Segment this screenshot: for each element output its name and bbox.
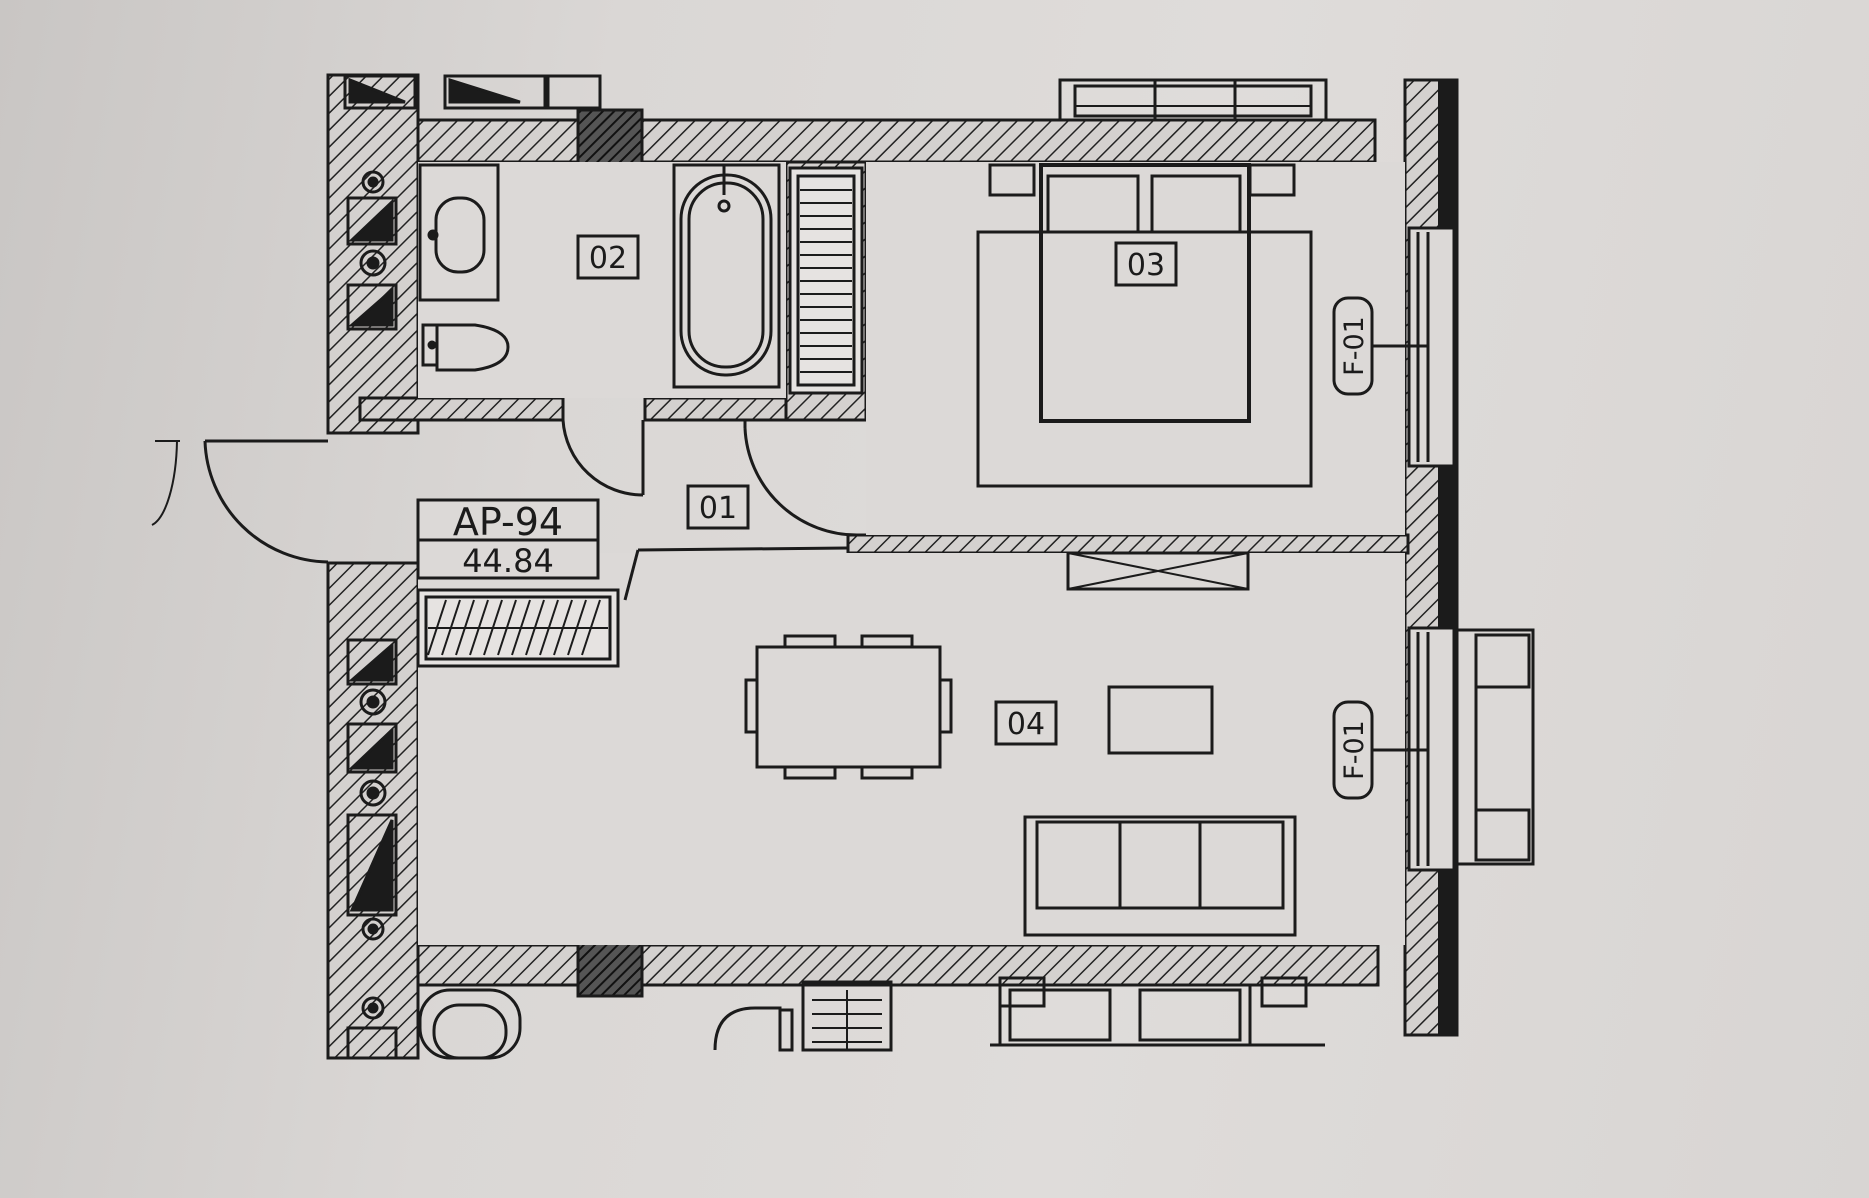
bathroom-fixtures — [418, 163, 864, 395]
chair — [744, 678, 759, 734]
window-code-bedroom: F-01 — [1339, 316, 1370, 376]
room-number-hall: 01 — [699, 491, 737, 526]
apartment-tag: AP-94 44.84 — [416, 498, 600, 580]
room-number-living: 04 — [1007, 707, 1045, 742]
chair — [938, 678, 953, 734]
shaft-fixtures — [346, 170, 398, 1060]
chair — [783, 765, 837, 780]
pillow-left — [1046, 174, 1140, 234]
pillow-right — [1150, 174, 1242, 234]
apartment-area: 44.84 — [462, 542, 554, 580]
vanity — [418, 163, 500, 302]
window-tag-bedroom: F-01 — [1332, 296, 1374, 396]
bedroom-furniture — [976, 163, 1313, 591]
right-windows — [1372, 226, 1535, 872]
toilet — [435, 323, 510, 372]
chair — [860, 765, 914, 780]
top-window — [1058, 78, 1328, 122]
doors — [151, 419, 859, 601]
apartment-code: AP-94 — [453, 500, 563, 544]
chair — [860, 634, 914, 649]
room-label-02: 02 — [576, 234, 640, 280]
window-code-living: F-01 — [1339, 720, 1370, 780]
bathtub — [672, 163, 781, 389]
coffee-table — [1107, 685, 1214, 755]
nightstand-left — [988, 163, 1036, 197]
chair — [783, 634, 837, 649]
living-furniture — [744, 634, 1297, 937]
room-number-bedroom: 03 — [1127, 248, 1165, 283]
neighbour-below — [418, 976, 1325, 1060]
rug — [976, 230, 1313, 488]
window-tag-living: F-01 — [1332, 700, 1374, 800]
bed — [1039, 163, 1251, 423]
room-label-03: 03 — [1114, 241, 1178, 287]
room-number-bathroom: 02 — [589, 241, 627, 276]
sofa — [1023, 815, 1297, 937]
room-label-01: 01 — [686, 484, 750, 530]
hall-closet — [416, 588, 620, 668]
neighbour-top — [343, 74, 602, 110]
room-label-04: 04 — [994, 700, 1058, 746]
wardrobe — [1066, 551, 1250, 591]
